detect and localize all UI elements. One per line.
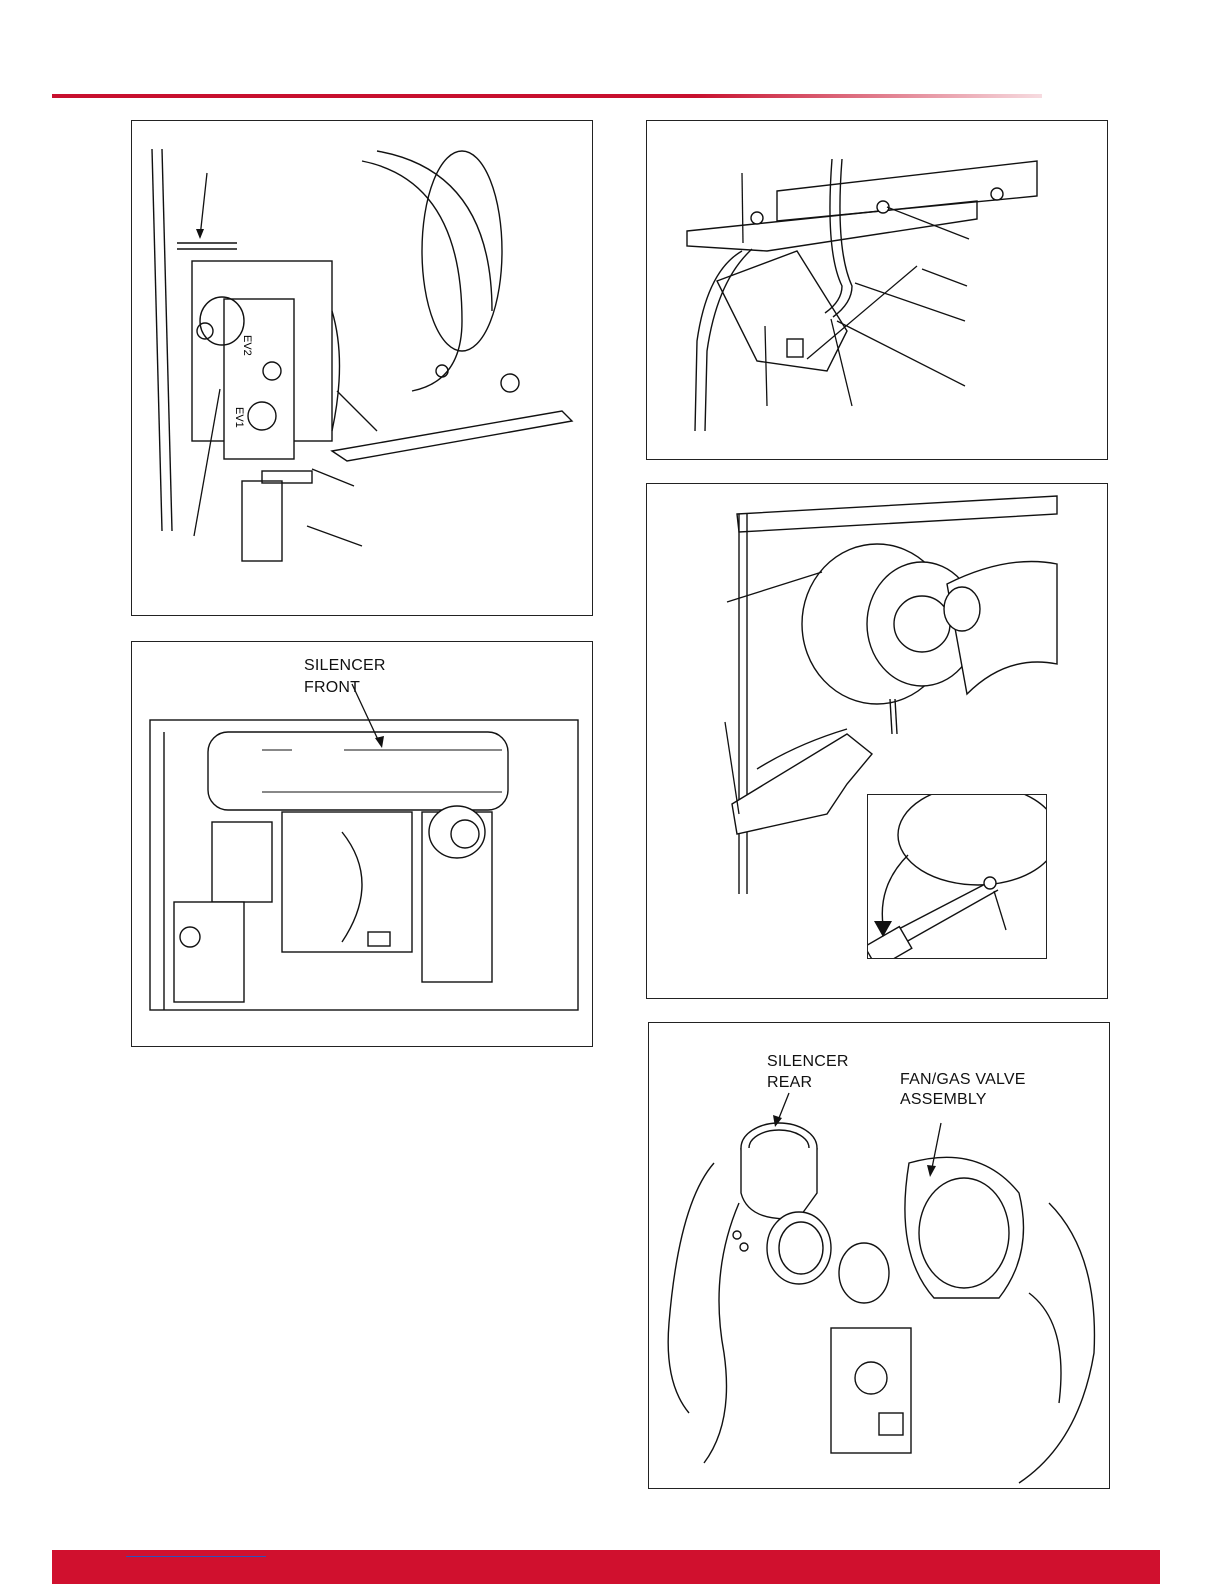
inset-illustration bbox=[868, 795, 1047, 959]
footer-link[interactable] bbox=[126, 1556, 266, 1557]
gas-valve-illustration: EV2 EV1 bbox=[132, 121, 593, 616]
fan-valve-label-2: ASSEMBLY bbox=[900, 1090, 987, 1110]
assembly-illustration bbox=[649, 1023, 1110, 1489]
silencer-rear-label-1: SILENCER bbox=[767, 1052, 849, 1072]
sensor-wiring-illustration bbox=[647, 121, 1108, 460]
figure-sensor-wiring bbox=[646, 120, 1108, 460]
figure-silencer-front: SILENCER FRONT bbox=[131, 641, 593, 1047]
silencer-rear-label-2: REAR bbox=[767, 1073, 812, 1093]
silencer-front-illustration bbox=[132, 642, 593, 1047]
silencer-front-label-2: FRONT bbox=[304, 678, 360, 698]
svg-text:EV1: EV1 bbox=[233, 407, 245, 428]
svg-text:EV2: EV2 bbox=[241, 335, 253, 356]
figure-assembly-removal: SILENCER REAR FAN/GAS VALVE ASSEMBLY bbox=[648, 1022, 1110, 1489]
figure-gas-valve: EV2 EV1 bbox=[131, 120, 593, 616]
figure-fan-removal bbox=[646, 483, 1108, 999]
header-rule bbox=[52, 94, 1042, 98]
fan-valve-label-1: FAN/GAS VALVE bbox=[900, 1070, 1026, 1090]
silencer-front-label-1: SILENCER bbox=[304, 656, 386, 676]
inset-screwdriver bbox=[867, 794, 1047, 959]
